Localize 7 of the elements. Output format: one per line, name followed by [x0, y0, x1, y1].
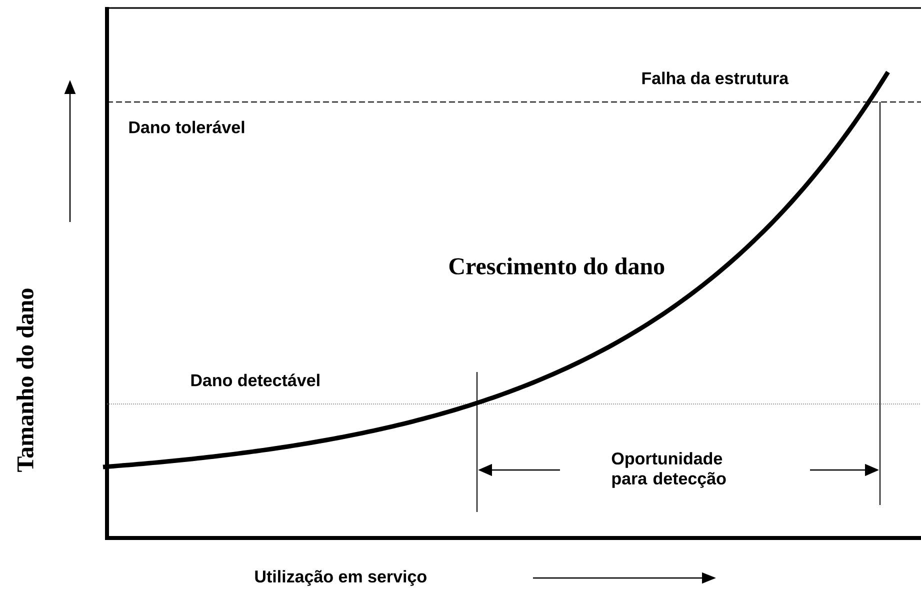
dimension-label: Oportunidade para detecção [612, 452, 726, 488]
line-label: Dano detectável [191, 374, 320, 386]
line-label: Falha da estrutura [642, 72, 789, 84]
axis-label: Tamanho do dano [16, 288, 34, 472]
axis-label: Utilização em serviço [255, 570, 426, 586]
line-label: Dano tolerável [129, 120, 244, 134]
curve-label: Crescimento do dano [449, 258, 664, 274]
